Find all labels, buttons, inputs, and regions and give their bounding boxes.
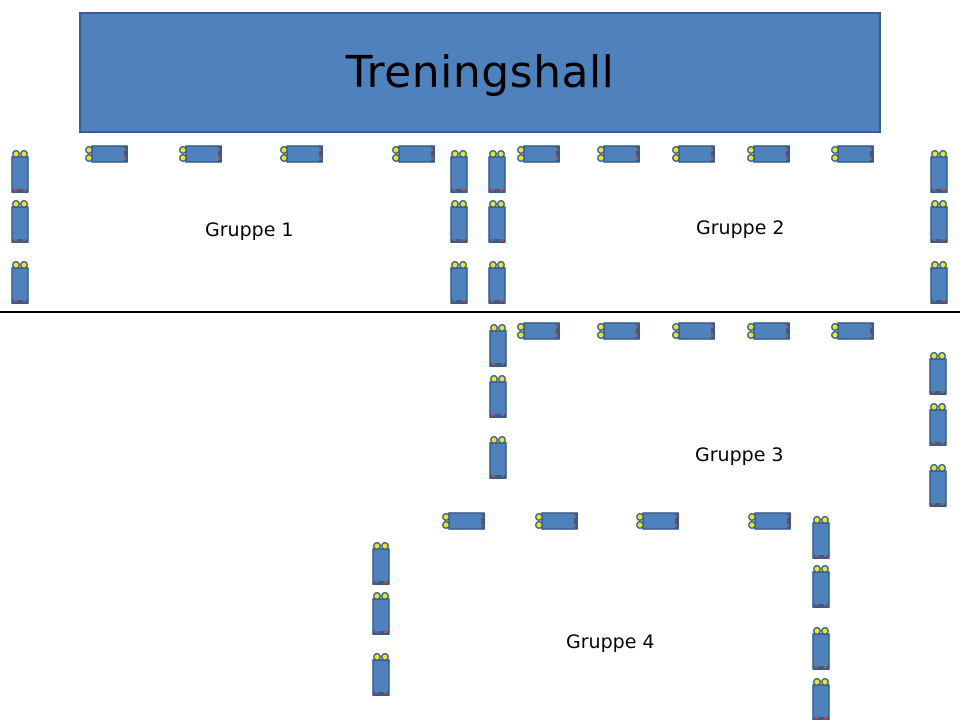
bench-icon	[488, 150, 506, 193]
bench-icon	[450, 150, 468, 193]
bench-icon	[489, 375, 507, 418]
bench-icon	[372, 592, 390, 635]
bench-icon	[747, 145, 790, 163]
bench-icon	[930, 200, 948, 243]
bench-icon	[831, 322, 874, 340]
bench-icon	[517, 322, 560, 340]
group-label-3: Gruppe 3	[695, 444, 784, 466]
bench-icon	[280, 145, 323, 163]
bench-icon	[517, 145, 560, 163]
bench-icon	[11, 200, 29, 243]
bench-icon	[11, 261, 29, 304]
group-label-1: Gruppe 1	[205, 219, 294, 241]
group-label-2: Gruppe 2	[696, 217, 785, 239]
bench-icon	[930, 150, 948, 193]
bench-icon	[748, 512, 791, 530]
bench-icon	[488, 200, 506, 243]
bench-icon	[372, 542, 390, 585]
bench-icon	[597, 145, 640, 163]
bench-icon	[812, 627, 830, 670]
bench-icon	[812, 565, 830, 608]
bench-icon	[85, 145, 128, 163]
bench-icon	[747, 322, 790, 340]
bench-icon	[672, 322, 715, 340]
divider-line	[0, 311, 960, 313]
training-hall: Treningshall	[79, 12, 881, 133]
bench-icon	[535, 512, 578, 530]
bench-icon	[488, 261, 506, 304]
bench-icon	[929, 403, 947, 446]
bench-icon	[930, 261, 948, 304]
bench-icon	[179, 145, 222, 163]
bench-icon	[442, 512, 485, 530]
bench-icon	[597, 322, 640, 340]
group-label-4: Gruppe 4	[566, 631, 655, 653]
bench-icon	[812, 516, 830, 559]
bench-icon	[929, 352, 947, 395]
bench-icon	[929, 464, 947, 507]
bench-icon	[11, 150, 29, 193]
bench-icon	[489, 324, 507, 367]
bench-icon	[489, 436, 507, 479]
bench-icon	[450, 200, 468, 243]
bench-icon	[372, 653, 390, 696]
hall-title: Treningshall	[345, 47, 615, 98]
bench-icon	[831, 145, 874, 163]
bench-icon	[636, 512, 679, 530]
bench-icon	[450, 261, 468, 304]
bench-icon	[812, 678, 830, 720]
bench-icon	[672, 145, 715, 163]
bench-icon	[392, 145, 435, 163]
